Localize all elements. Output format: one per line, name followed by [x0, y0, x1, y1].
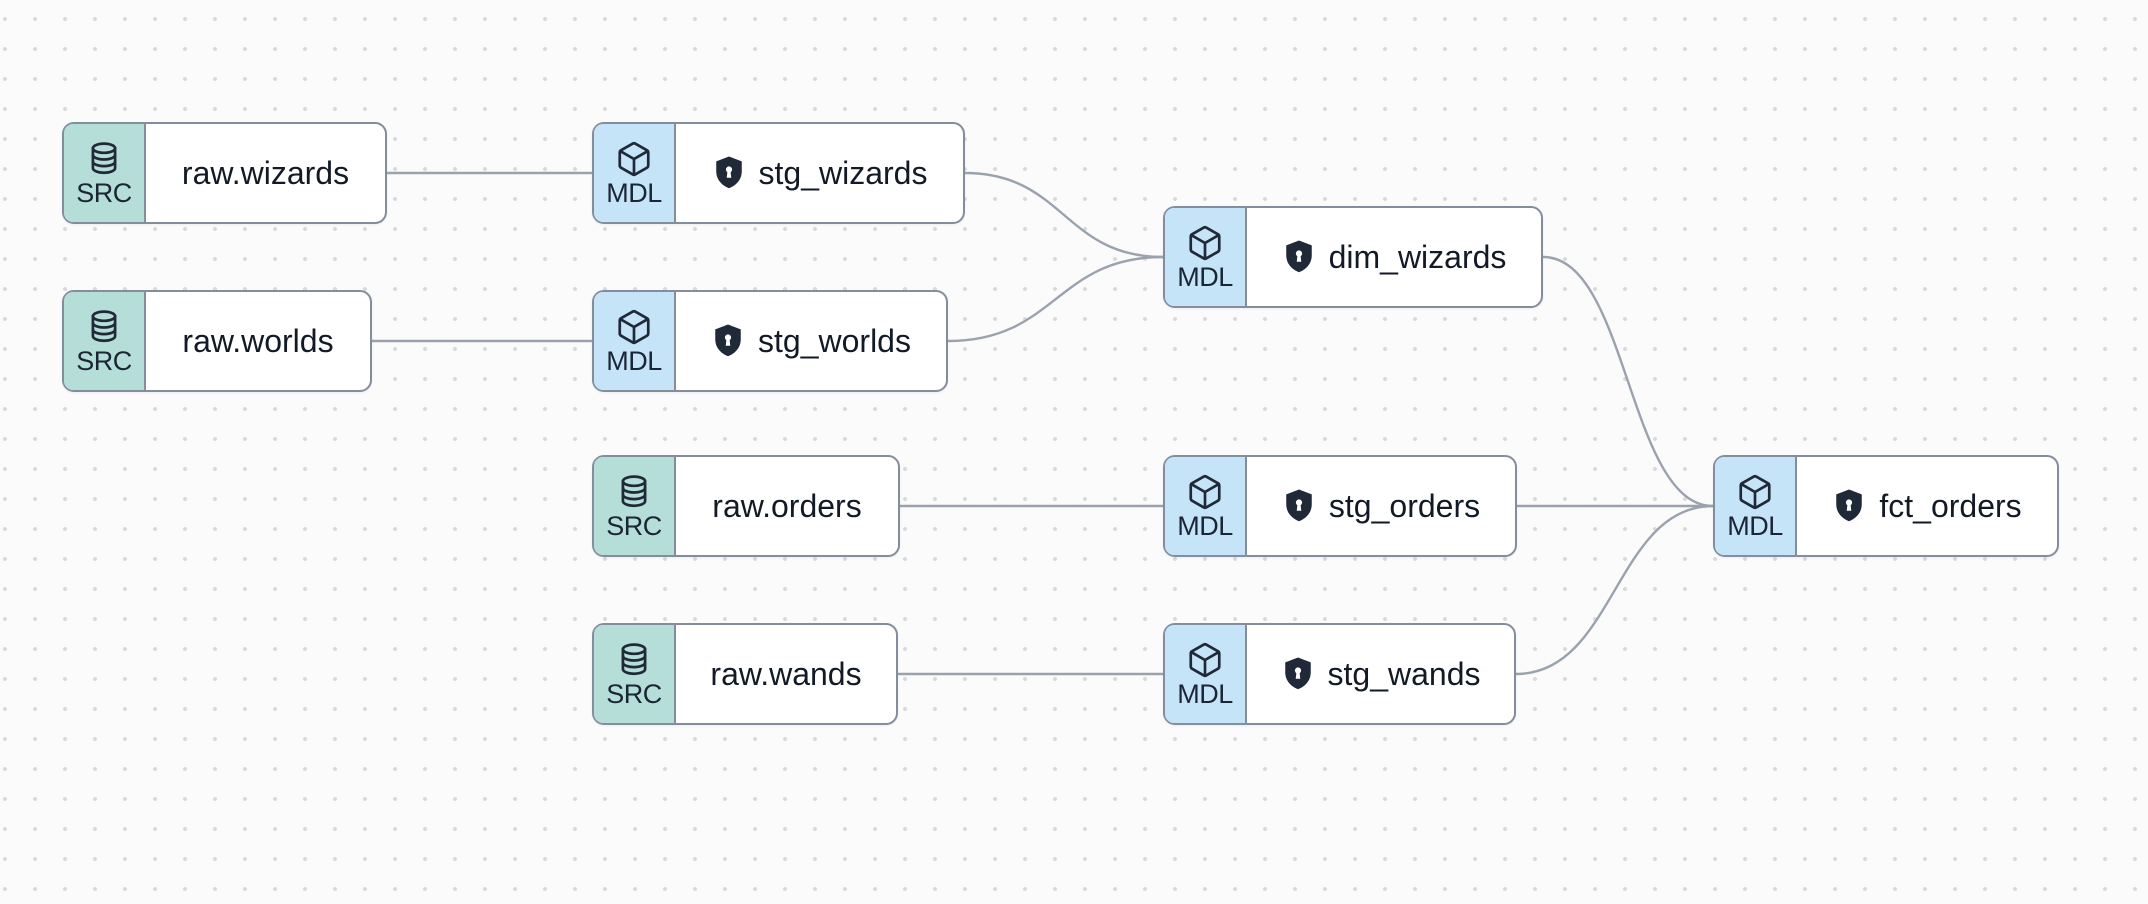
edge-stg-wizards-to-dim-wizards — [963, 171, 1165, 259]
cube-icon — [615, 140, 653, 178]
shield-lock-icon — [1281, 656, 1315, 693]
model-type-badge: MDL — [594, 124, 676, 222]
model-type-badge: MDL — [1165, 625, 1247, 723]
node-label: raw.wizards — [181, 154, 350, 191]
cube-icon — [1186, 224, 1224, 262]
node-label: stg_wands — [1327, 655, 1481, 692]
node-label: dim_wizards — [1328, 238, 1507, 275]
node-label: raw.worlds — [182, 322, 334, 359]
node-fct-orders[interactable]: MDL fct_orders — [1713, 455, 2059, 557]
edge-stg-wands-to-fct-orders — [1514, 504, 1715, 676]
node-body: raw.orders — [676, 457, 898, 555]
database-icon — [615, 641, 653, 679]
node-stg-wizards[interactable]: MDL stg_wizards — [592, 122, 965, 224]
badge-label: SRC — [76, 345, 132, 376]
node-label: raw.orders — [712, 487, 862, 524]
cube-icon — [615, 308, 653, 346]
source-type-badge: SRC — [594, 625, 676, 723]
edge-dim-wizards-to-fct-orders — [1541, 255, 1715, 508]
model-type-badge: MDL — [1165, 208, 1247, 306]
node-raw-wands[interactable]: SRC raw.wands — [592, 623, 898, 725]
node-label: stg_wizards — [758, 154, 928, 191]
node-body: raw.wizards — [146, 124, 385, 222]
shield-lock-icon — [712, 155, 746, 192]
node-body: raw.worlds — [146, 292, 370, 390]
badge-label: MDL — [1177, 678, 1233, 709]
database-icon — [615, 473, 653, 511]
source-type-badge: SRC — [64, 292, 146, 390]
shield-lock-icon — [1282, 488, 1316, 525]
source-type-badge: SRC — [594, 457, 676, 555]
cube-icon — [1186, 473, 1224, 511]
database-icon — [85, 140, 123, 178]
shield-lock-icon — [1282, 239, 1316, 276]
badge-label: MDL — [1177, 510, 1233, 541]
cube-icon — [1186, 641, 1224, 679]
badge-label: MDL — [606, 345, 662, 376]
node-body: stg_orders — [1247, 457, 1515, 555]
shield-lock-icon — [711, 323, 745, 360]
node-label: stg_orders — [1328, 487, 1481, 524]
edge-stg-worlds-to-dim-wizards — [946, 255, 1165, 343]
node-stg-wands[interactable]: MDL stg_wands — [1163, 623, 1516, 725]
node-stg-orders[interactable]: MDL stg_orders — [1163, 455, 1517, 557]
node-body: raw.wands — [676, 625, 896, 723]
node-raw-worlds[interactable]: SRC raw.worlds — [62, 290, 372, 392]
badge-label: MDL — [1177, 261, 1233, 292]
database-icon — [85, 308, 123, 346]
node-label: fct_orders — [1879, 487, 2022, 524]
node-body: fct_orders — [1797, 457, 2057, 555]
node-body: stg_wizards — [676, 124, 963, 222]
model-type-badge: MDL — [1165, 457, 1247, 555]
node-body: stg_worlds — [676, 292, 946, 390]
badge-label: MDL — [1727, 510, 1783, 541]
node-stg-worlds[interactable]: MDL stg_worlds — [592, 290, 948, 392]
model-type-badge: MDL — [1715, 457, 1797, 555]
badge-label: SRC — [606, 678, 662, 709]
shield-lock-icon — [1832, 488, 1866, 525]
node-label: stg_worlds — [758, 322, 911, 359]
node-raw-wizards[interactable]: SRC raw.wizards — [62, 122, 387, 224]
badge-label: MDL — [606, 177, 662, 208]
node-body: dim_wizards — [1247, 208, 1541, 306]
node-label: raw.wands — [710, 655, 862, 692]
node-dim-wizards[interactable]: MDL dim_wizards — [1163, 206, 1543, 308]
badge-label: SRC — [606, 510, 662, 541]
model-type-badge: MDL — [594, 292, 676, 390]
cube-icon — [1736, 473, 1774, 511]
node-raw-orders[interactable]: SRC raw.orders — [592, 455, 900, 557]
node-body: stg_wands — [1247, 625, 1514, 723]
source-type-badge: SRC — [64, 124, 146, 222]
badge-label: SRC — [76, 177, 132, 208]
